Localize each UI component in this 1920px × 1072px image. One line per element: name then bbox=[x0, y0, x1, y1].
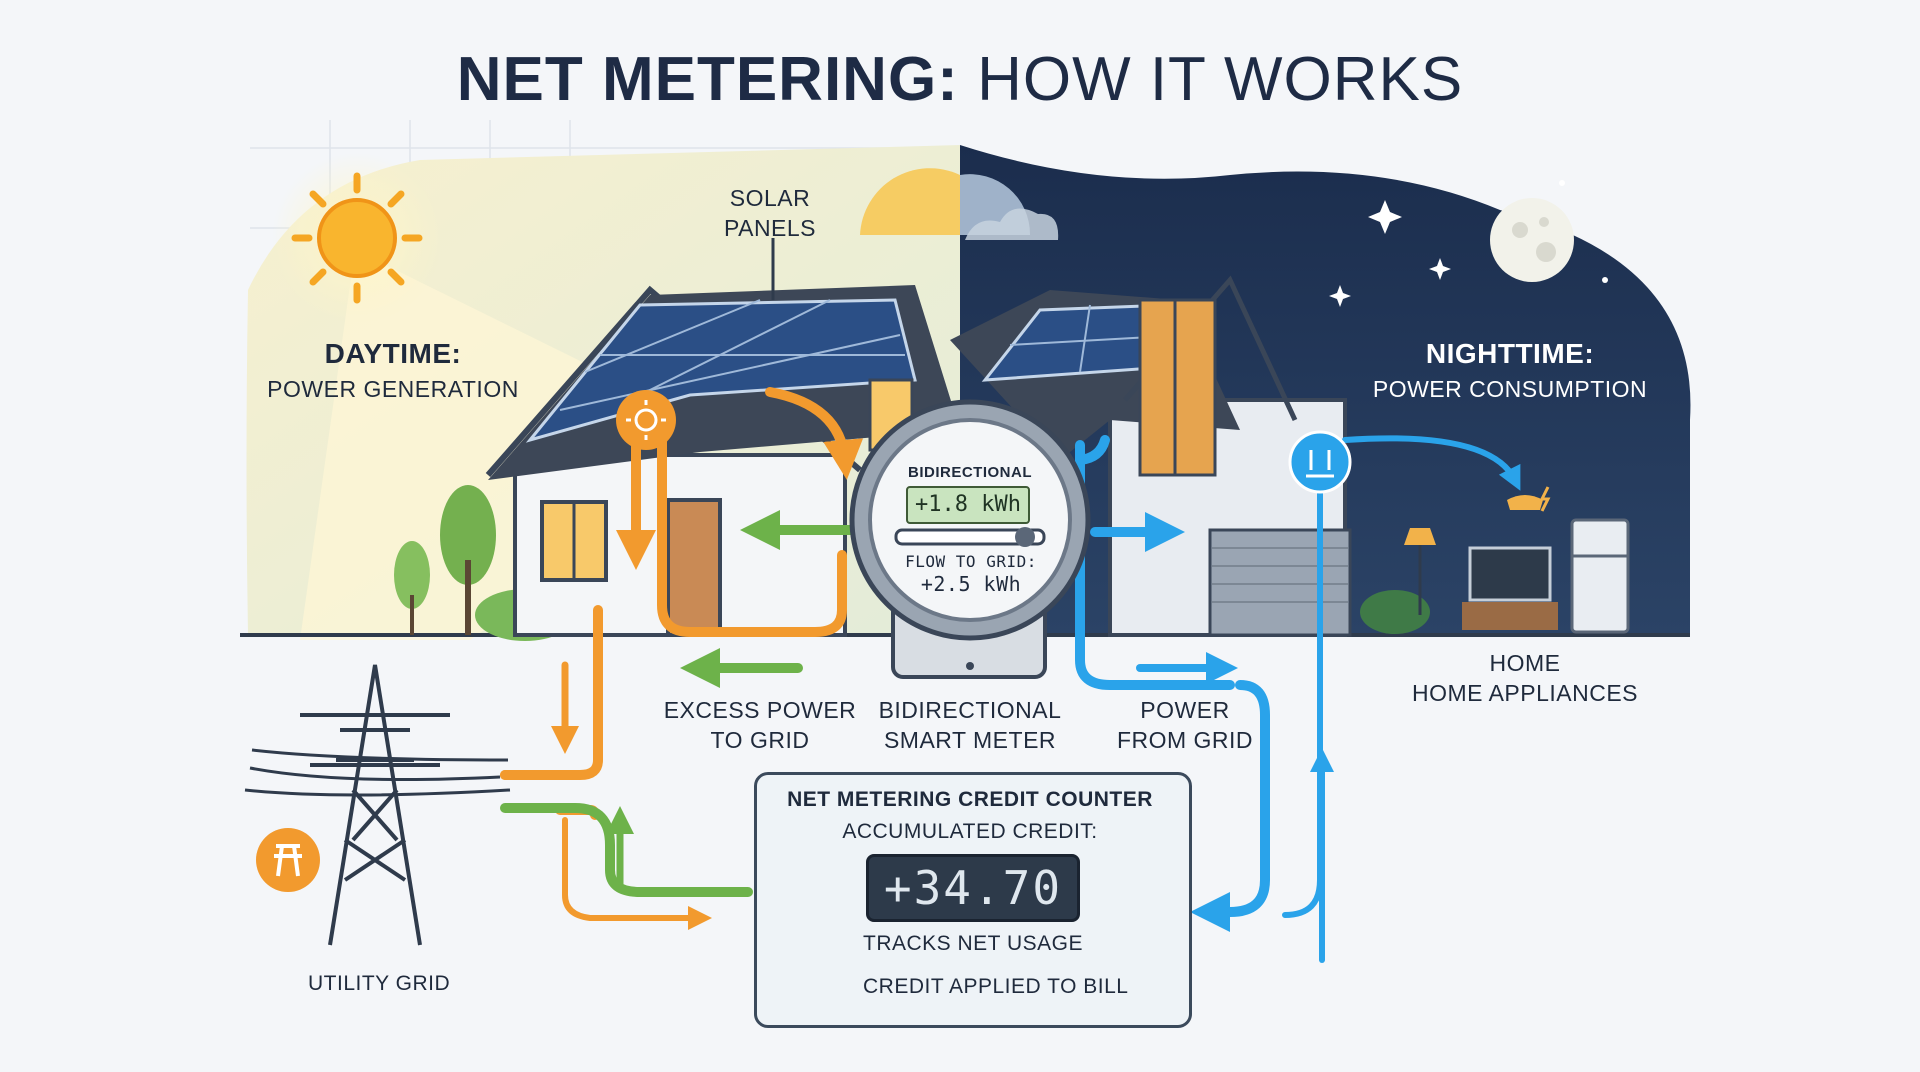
nighttime-label: NIGHTTIME: POWER CONSUMPTION bbox=[1360, 338, 1660, 403]
home-appliances-label: HOME HOME APPLIANCES bbox=[1380, 648, 1670, 708]
credit-value-display: +34.70 bbox=[866, 854, 1080, 922]
solar-panels-label: SOLAR PANELS bbox=[680, 183, 860, 243]
power-from-grid-label: POWER FROM GRID bbox=[1085, 695, 1285, 755]
blue-flow-arrows bbox=[1075, 435, 1521, 963]
meter-flow-value: +2.5 kWh bbox=[920, 572, 1022, 596]
smart-meter-label-1: BIDIRECTIONAL bbox=[878, 697, 1062, 723]
meter-reading-display: +1.8 kWh bbox=[906, 486, 1030, 524]
meter-flow-label: FLOW TO GRID: bbox=[905, 552, 1037, 571]
green-flow-arrows bbox=[500, 510, 875, 897]
setting-sun bbox=[860, 168, 960, 235]
smart-meter-label: BIDIRECTIONAL SMART METER bbox=[860, 695, 1080, 755]
plug-badge-icon bbox=[1288, 430, 1352, 494]
nighttime-title: NIGHTTIME: bbox=[1425, 338, 1595, 369]
home-label-2: HOME APPLIANCES bbox=[1411, 680, 1639, 706]
grid-badge-icon bbox=[256, 828, 320, 892]
home-label-1: HOME bbox=[1489, 650, 1561, 676]
solar-panels-label-2: PANELS bbox=[723, 215, 817, 241]
excess-power-label-1: EXCESS POWER bbox=[663, 697, 857, 723]
counter-tracks-text: TRACKS NET USAGE bbox=[863, 932, 1083, 955]
power-from-grid-label-1: POWER bbox=[1140, 697, 1230, 723]
sun-icon bbox=[272, 153, 442, 323]
counter-subtitle: ACCUMULATED CREDIT: bbox=[842, 820, 1098, 843]
title-light: HOW IT WORKS bbox=[977, 45, 1464, 114]
solar-panels-label-1: SOLAR bbox=[729, 185, 811, 211]
moon-icon bbox=[1490, 198, 1574, 282]
utility-tower-icon bbox=[244, 664, 511, 946]
counter-title: NET METERING CREDIT COUNTER bbox=[787, 788, 1153, 811]
excess-power-label: EXCESS POWER TO GRID bbox=[650, 695, 870, 755]
daytime-label: DAYTIME: POWER GENERATION bbox=[248, 338, 538, 403]
utility-grid-label: UTILITY GRID bbox=[308, 972, 451, 995]
orange-flow-arrows bbox=[500, 387, 864, 930]
stars bbox=[1329, 180, 1608, 307]
daytime-subtitle: POWER GENERATION bbox=[267, 376, 519, 402]
power-from-grid-label-2: FROM GRID bbox=[1116, 727, 1254, 753]
daytime-title: DAYTIME: bbox=[324, 338, 462, 369]
page-title: NET METERING: HOW IT WORKS bbox=[0, 44, 1920, 115]
home-appliances bbox=[1404, 486, 1630, 634]
smart-meter-label-2: SMART METER bbox=[883, 727, 1057, 753]
nighttime-subtitle: POWER CONSUMPTION bbox=[1372, 376, 1648, 402]
meter-header: BIDIRECTIONAL bbox=[908, 464, 1032, 481]
cloud-icon bbox=[965, 208, 1059, 240]
excess-power-label-2: TO GRID bbox=[710, 727, 810, 753]
counter-credit-text: CREDIT APPLIED TO BILL bbox=[863, 975, 1129, 998]
sun-badge-icon bbox=[616, 390, 676, 450]
title-bold: NET METERING: bbox=[456, 45, 959, 114]
